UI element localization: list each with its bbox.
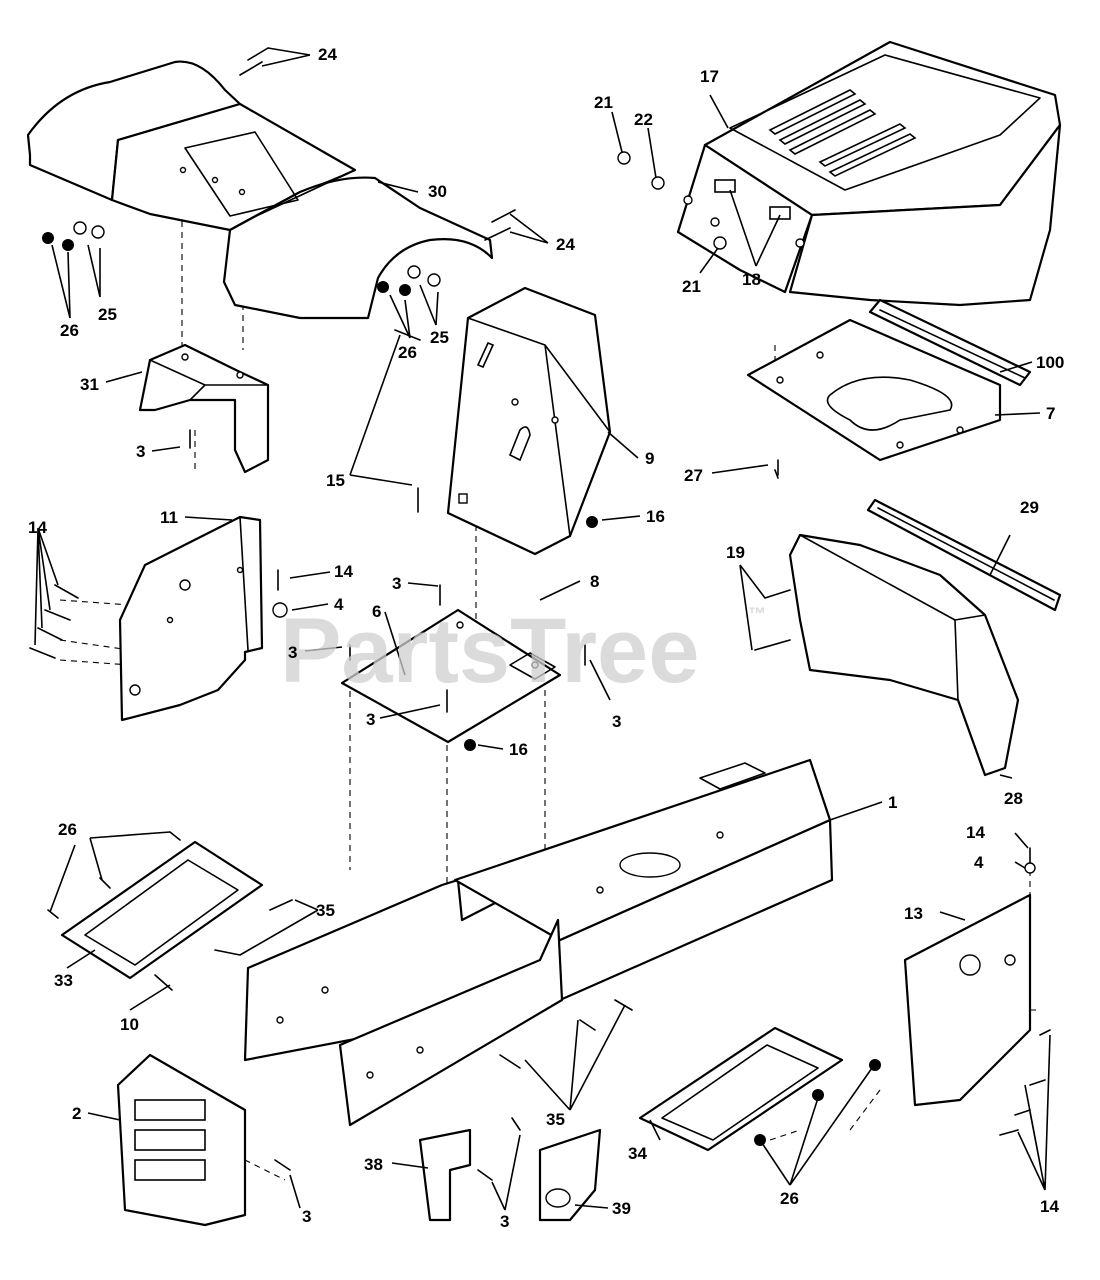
- callout-14: 14: [28, 518, 47, 537]
- callout-14: 14: [1040, 1197, 1059, 1216]
- callout-14: 14: [966, 823, 985, 842]
- callout-24: 24: [556, 235, 575, 254]
- part-33-footrest[interactable]: [60, 840, 264, 980]
- callout-21: 21: [594, 93, 613, 112]
- fasteners: [29, 47, 1051, 1181]
- callout-16: 16: [646, 507, 665, 526]
- callout-35: 35: [546, 1110, 565, 1129]
- callout-39: 39: [612, 1199, 631, 1218]
- callout-2: 2: [72, 1104, 81, 1123]
- callout-35: 35: [316, 901, 335, 920]
- callout-8: 8: [590, 572, 599, 591]
- part-100-strip[interactable]: [868, 298, 1032, 387]
- callout-6: 6: [372, 602, 381, 621]
- callout-29: 29: [1020, 498, 1039, 517]
- callout-19: 19: [726, 543, 745, 562]
- callout-26: 26: [780, 1189, 799, 1208]
- callout-3: 3: [302, 1207, 311, 1226]
- callout-3: 3: [136, 442, 145, 461]
- watermark-text: PartsTree: [280, 600, 699, 702]
- callout-10: 10: [120, 1015, 139, 1034]
- callout-11: 11: [160, 508, 178, 527]
- callout-1: 1: [888, 793, 897, 812]
- part-31-bracket[interactable]: [138, 343, 270, 474]
- callout-3: 3: [288, 643, 297, 662]
- callout-28: 28: [1004, 789, 1023, 808]
- callout-26: 26: [60, 321, 79, 340]
- callout-31: 31: [80, 375, 99, 394]
- callout-22: 22: [634, 110, 653, 129]
- callout-9: 9: [645, 449, 654, 468]
- part-29-grille[interactable]: [866, 498, 1062, 612]
- part-7-plate[interactable]: [746, 318, 1002, 462]
- callout-38: 38: [364, 1155, 383, 1174]
- callout-labels: 24 30 24 25 26 25 26 17 21 22 21 18 100 …: [28, 45, 1064, 1231]
- part-28-console[interactable]: [788, 533, 1020, 777]
- callout-33: 33: [54, 971, 73, 990]
- callout-18: 18: [742, 270, 761, 289]
- callout-4: 4: [334, 595, 344, 614]
- callout-27: 27: [684, 466, 703, 485]
- part-13-side-panel[interactable]: [903, 893, 1032, 1107]
- part-9-dash-panel[interactable]: [446, 286, 612, 556]
- callout-3: 3: [392, 574, 401, 593]
- callout-13: 13: [904, 904, 923, 923]
- callout-100: 100: [1036, 353, 1064, 372]
- callout-3: 3: [366, 710, 375, 729]
- part-30-rear-fender[interactable]: [26, 60, 494, 320]
- callout-16: 16: [509, 740, 528, 759]
- callout-24: 24: [318, 45, 337, 64]
- callout-3: 3: [500, 1212, 509, 1231]
- callout-25: 25: [98, 305, 117, 324]
- part-34-footrest[interactable]: [638, 1026, 844, 1152]
- frame-rail-inner[interactable]: [338, 918, 564, 1127]
- part-6-plate[interactable]: [340, 608, 562, 744]
- watermark-trademark: ™: [748, 604, 766, 624]
- callout-21: 21: [682, 277, 701, 296]
- callout-15: 15: [326, 471, 345, 490]
- callout-7: 7: [1046, 404, 1055, 423]
- part-11-side-panel[interactable]: [118, 515, 264, 722]
- callout-3: 3: [612, 712, 621, 731]
- callout-14: 14: [334, 562, 353, 581]
- callout-34: 34: [628, 1144, 647, 1163]
- callout-30: 30: [428, 182, 447, 201]
- callout-26: 26: [58, 820, 77, 839]
- callout-25: 25: [430, 328, 449, 347]
- part-38-bracket[interactable]: [418, 1128, 472, 1222]
- leader-lines: [34, 47, 1051, 1211]
- callout-4: 4: [974, 853, 984, 872]
- callout-17: 17: [700, 67, 719, 86]
- callout-26: 26: [398, 343, 417, 362]
- part-17-hood[interactable]: [676, 40, 1062, 307]
- part-2-bracket[interactable]: [116, 1053, 247, 1227]
